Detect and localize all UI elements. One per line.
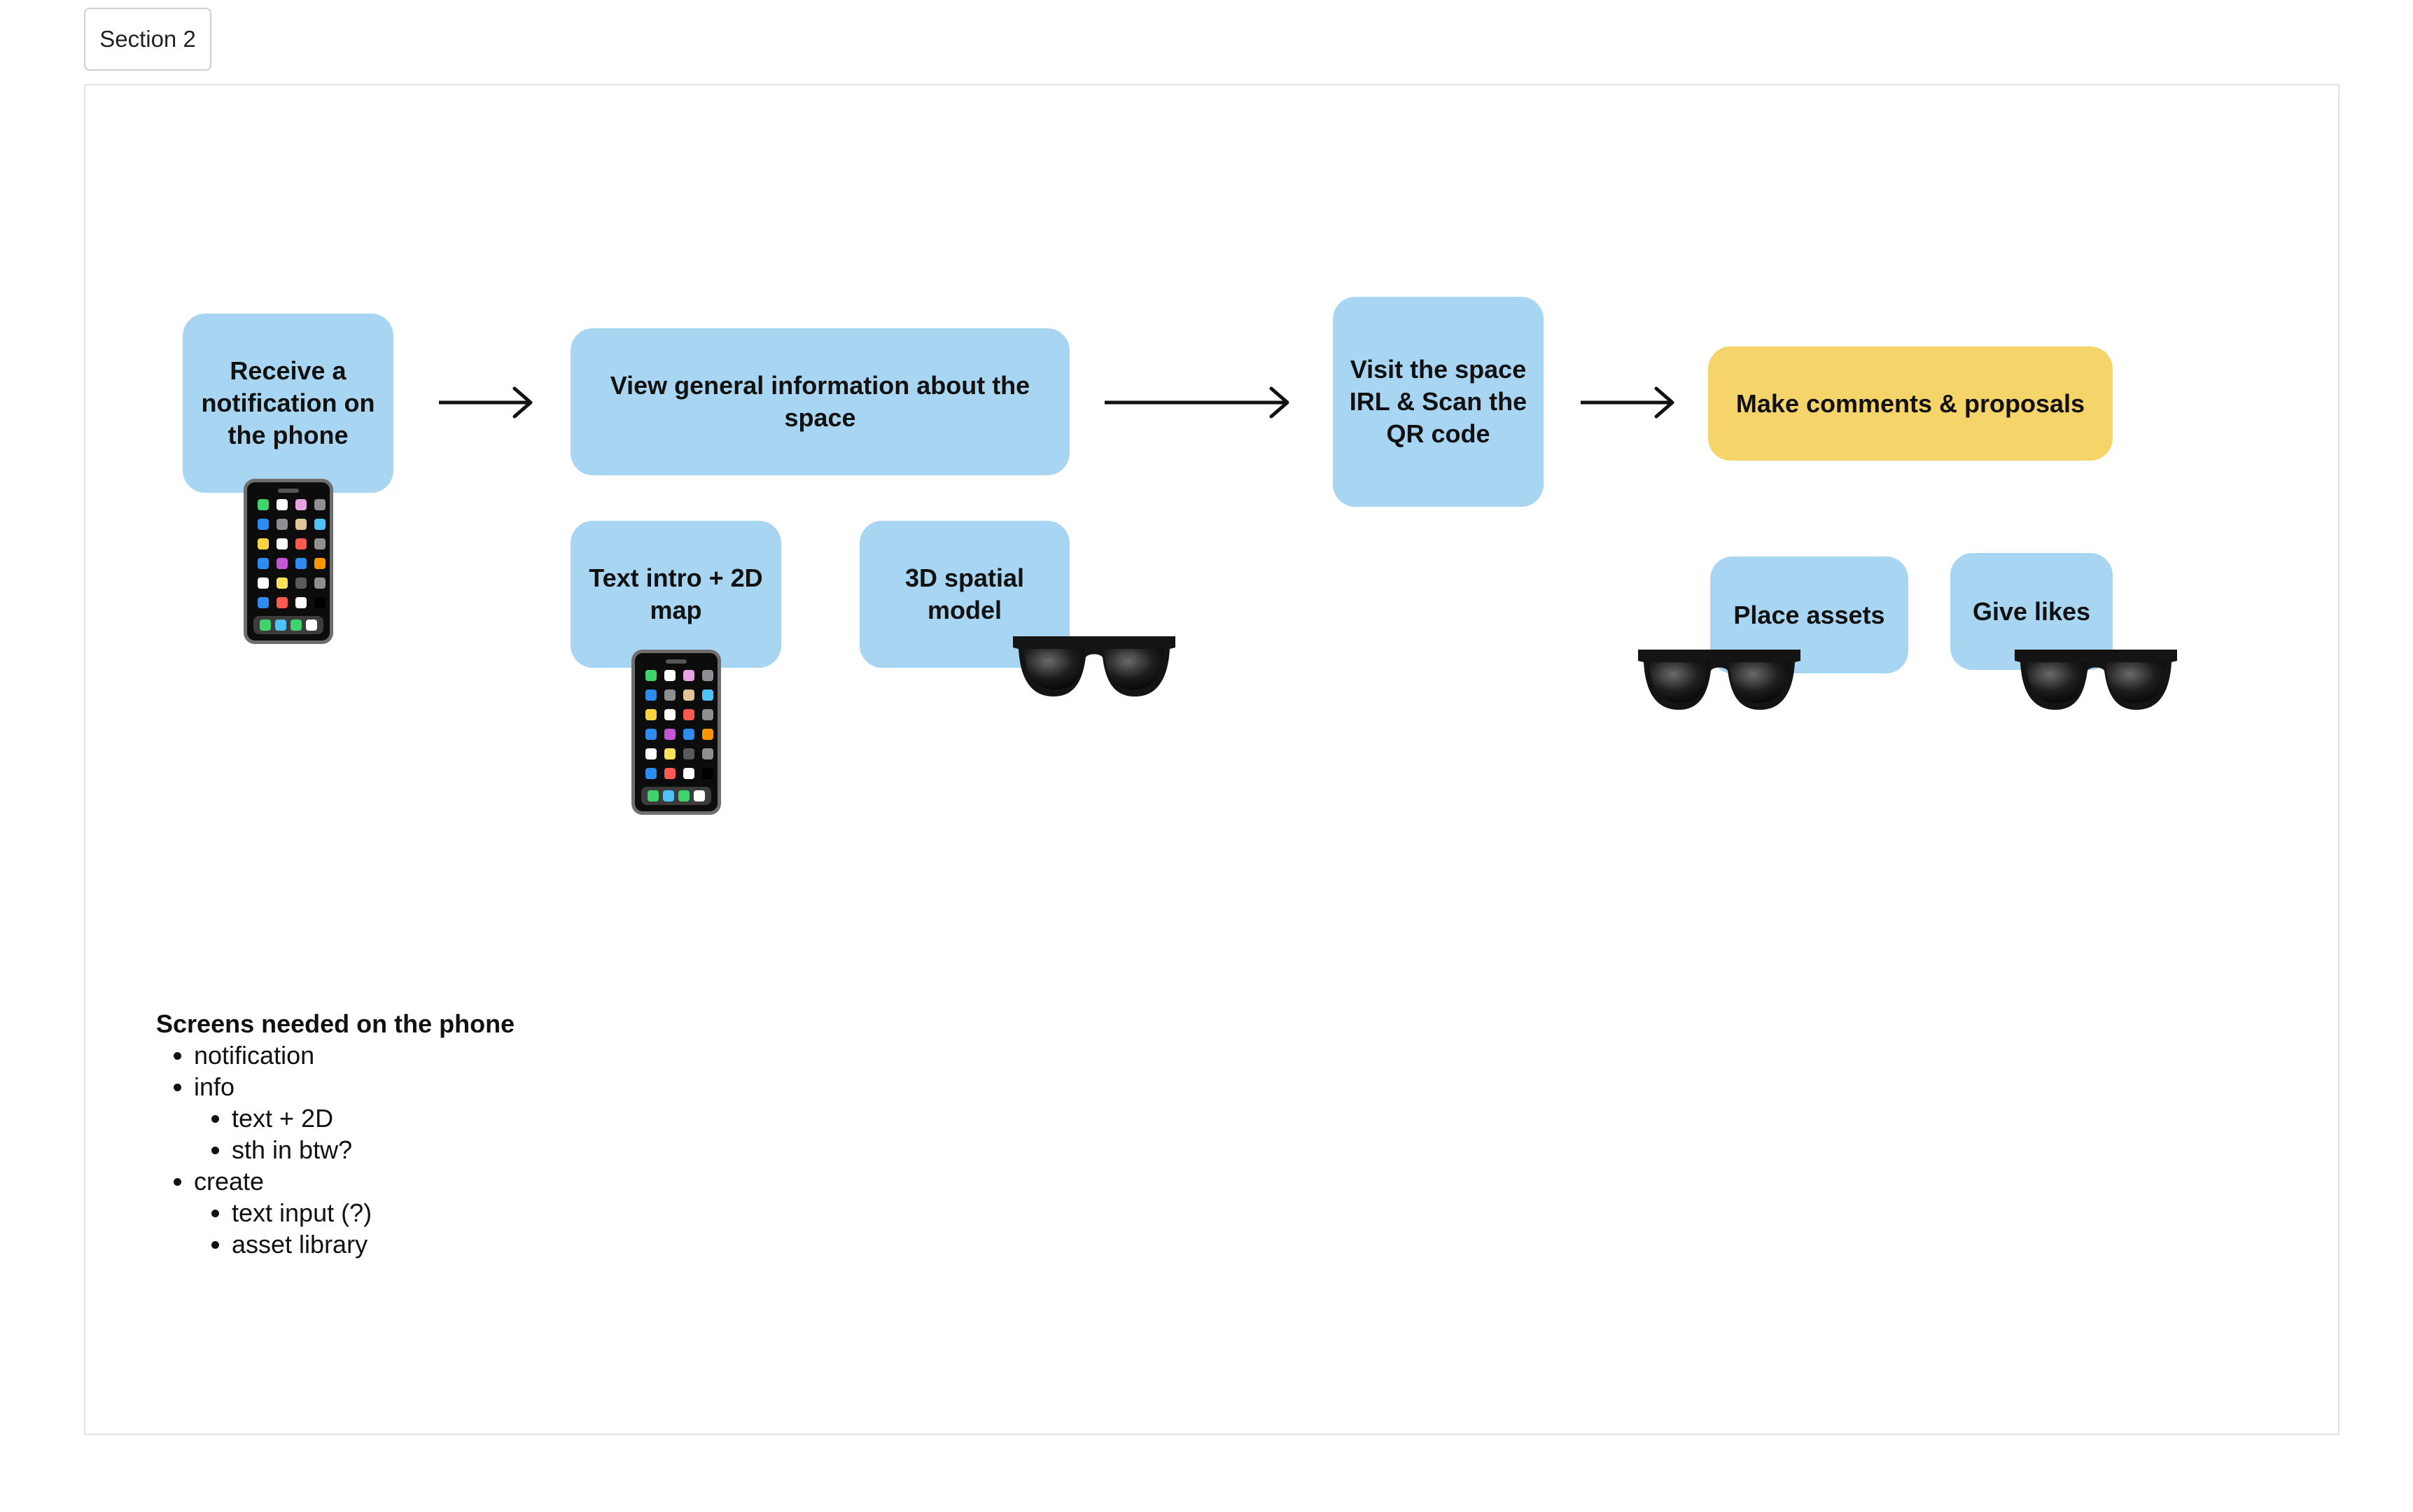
sticky-text-intro[interactable]: Text intro + 2D map	[571, 521, 781, 668]
arrow-right-icon	[1581, 386, 1674, 419]
notes-text-block[interactable]: Screens needed on the phone notification…	[156, 1008, 786, 1260]
sticky-place-assets[interactable]: Place assets	[1710, 556, 1908, 673]
mobile-phone-icon	[244, 479, 333, 644]
list-item: create text input (?) asset library	[194, 1166, 786, 1260]
notes-list: notification info text + 2D sth in btw? …	[156, 1040, 786, 1260]
notes-title: Screens needed on the phone	[156, 1009, 515, 1038]
sticky-text-intro-text: Text intro + 2D map	[589, 564, 763, 624]
list-item-label: asset library	[232, 1230, 368, 1259]
sunglasses-icon	[2015, 650, 2177, 710]
mobile-phone-icon	[631, 650, 721, 815]
sticky-view-info[interactable]: View general information about the space	[571, 328, 1070, 475]
section-label-text: Section 2	[99, 26, 196, 52]
list-item-label: text + 2D	[232, 1104, 334, 1133]
sticky-make-comments[interactable]: Make comments & proposals	[1708, 346, 2113, 461]
list-item-label: sth in btw?	[232, 1135, 353, 1164]
sticky-receive-notification[interactable]: Receive a notification on the phone	[183, 314, 393, 493]
sunglasses-icon	[1638, 650, 1800, 710]
list-item-label: notification	[194, 1041, 315, 1070]
list-item-label: create	[194, 1167, 265, 1196]
notes-sublist: text input (?) asset library	[194, 1197, 786, 1260]
arrow-right-icon	[1105, 386, 1289, 419]
sticky-make-comments-text: Make comments & proposals	[1735, 388, 2085, 418]
list-item: asset library	[232, 1228, 786, 1260]
section-label[interactable]: Section 2	[84, 8, 211, 71]
sticky-receive-notification-text: Receive a notification on the phone	[201, 356, 375, 449]
notes-sublist: text + 2D sth in btw?	[194, 1102, 786, 1166]
list-item-label: text input (?)	[232, 1198, 372, 1227]
section-frame	[84, 84, 2339, 1435]
list-item: notification	[194, 1040, 786, 1071]
list-item: info text + 2D sth in btw?	[194, 1071, 786, 1166]
sticky-view-info-text: View general information about the space	[610, 371, 1030, 432]
sticky-spatial-model[interactable]: 3D spatial model	[860, 521, 1070, 668]
list-item-label: info	[194, 1072, 235, 1101]
list-item: text + 2D	[232, 1102, 786, 1134]
sticky-visit-space-text: Visit the space IRL & Scan the QR code	[1349, 355, 1527, 448]
sticky-spatial-model-text: 3D spatial model	[904, 564, 1025, 624]
sticky-visit-space[interactable]: Visit the space IRL & Scan the QR code	[1333, 297, 1544, 507]
list-item: text input (?)	[232, 1197, 786, 1228]
list-item: sth in btw?	[232, 1134, 786, 1166]
sticky-give-likes-text: Give likes	[1972, 596, 2091, 626]
arrow-right-icon	[439, 386, 533, 419]
sunglasses-icon	[1013, 636, 1175, 696]
sticky-place-assets-text: Place assets	[1733, 600, 1885, 629]
